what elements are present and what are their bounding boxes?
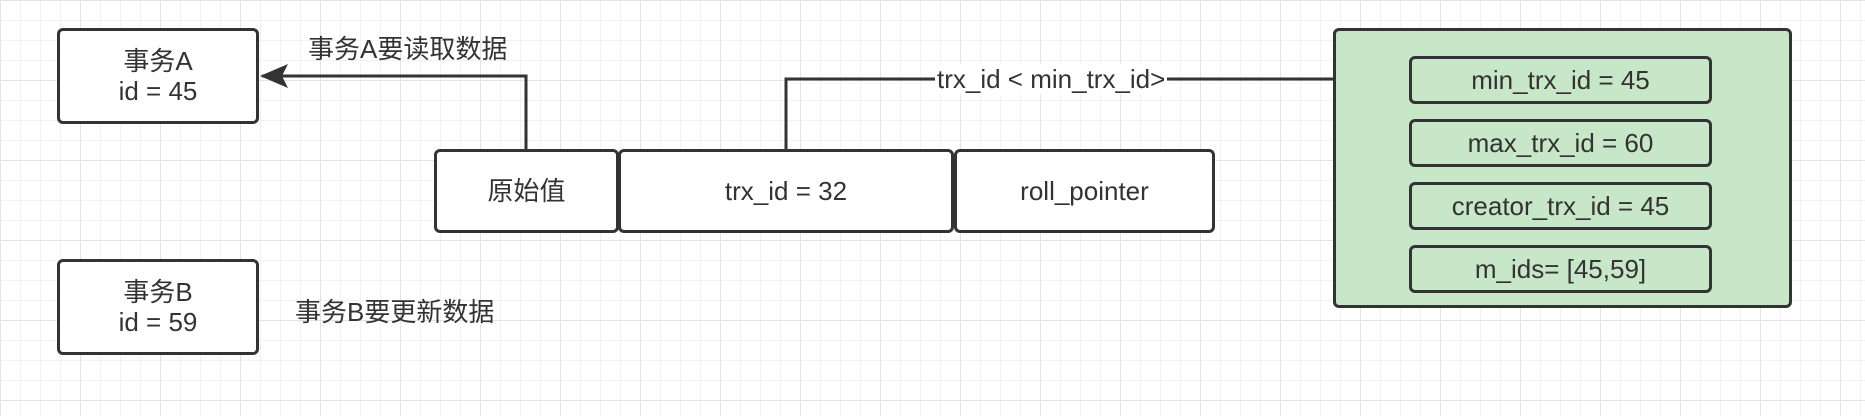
- read-view-panel: min_trx_id = 45 max_trx_id = 60 creator_…: [1333, 28, 1792, 308]
- transaction-a-box: 事务A id = 45: [57, 28, 259, 124]
- transaction-b-action-label: 事务B要更新数据: [295, 297, 495, 327]
- read-view-max-trx-id: max_trx_id = 60: [1409, 119, 1712, 167]
- record-value-cell: 原始值: [434, 149, 619, 233]
- compare-arrow: [784, 77, 1380, 150]
- read-arrowhead: [260, 64, 288, 88]
- transaction-b-box: 事务B id = 59: [57, 259, 259, 355]
- read-arrow: [262, 74, 528, 150]
- transaction-a-id: id = 45: [118, 76, 198, 106]
- read-view-min-trx-id: min_trx_id = 45: [1409, 56, 1712, 104]
- transaction-b-id: id = 59: [118, 307, 198, 337]
- record-roll-pointer-cell: roll_pointer: [954, 149, 1215, 233]
- transaction-a-action-label: 事务A要读取数据: [308, 34, 508, 64]
- read-view-creator-trx-id: creator_trx_id = 45: [1409, 182, 1712, 230]
- compare-label: trx_id < min_trx_id>: [935, 64, 1168, 94]
- record-trx-id-cell: trx_id = 32: [618, 149, 954, 233]
- transaction-a-name: 事务A: [123, 46, 193, 76]
- transaction-b-name: 事务B: [123, 277, 193, 307]
- read-view-m-ids: m_ids= [45,59]: [1409, 245, 1712, 293]
